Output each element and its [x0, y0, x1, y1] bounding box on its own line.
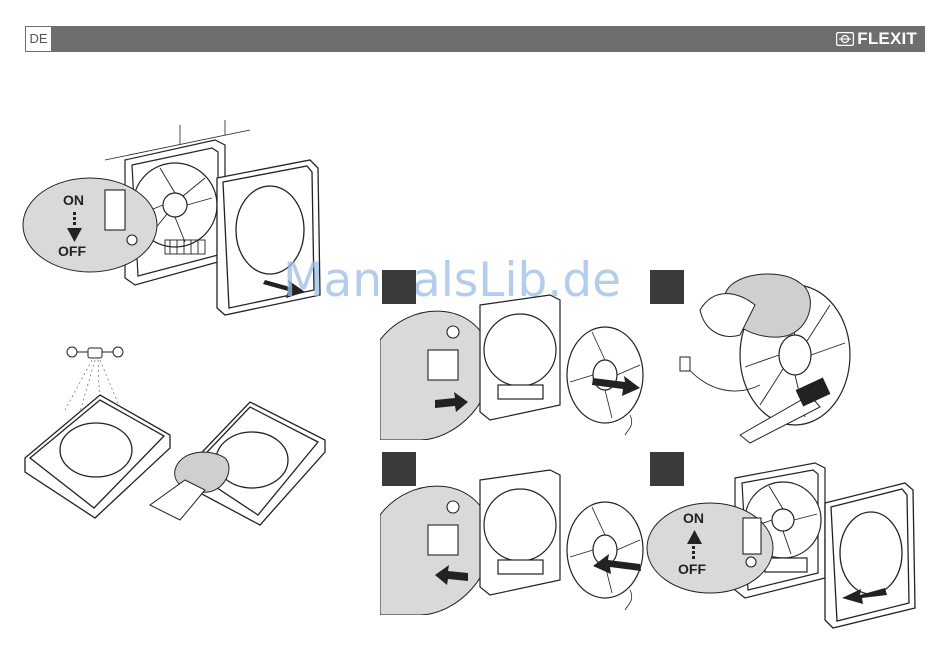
header-bar: DE FLEXIT [25, 26, 925, 52]
brand-name: FLEXIT [857, 29, 917, 49]
switch-off-label: OFF [58, 243, 86, 259]
language-badge: DE [25, 26, 52, 52]
illustration-clean-cover [20, 340, 330, 540]
illustration-reinstall-fan-unit [380, 460, 645, 615]
switch-on-label: ON [63, 192, 84, 208]
illustration-refit-cover-switch-on: ON OFF [645, 458, 920, 633]
illustration-clean-fan-wheel [670, 265, 885, 445]
switch-off-label-2: OFF [678, 561, 706, 577]
flexit-logo-icon [836, 32, 854, 46]
brand-logo: FLEXIT [836, 26, 917, 52]
switch-on-label-2: ON [683, 510, 704, 526]
illustration-remove-fan-unit [380, 290, 645, 440]
